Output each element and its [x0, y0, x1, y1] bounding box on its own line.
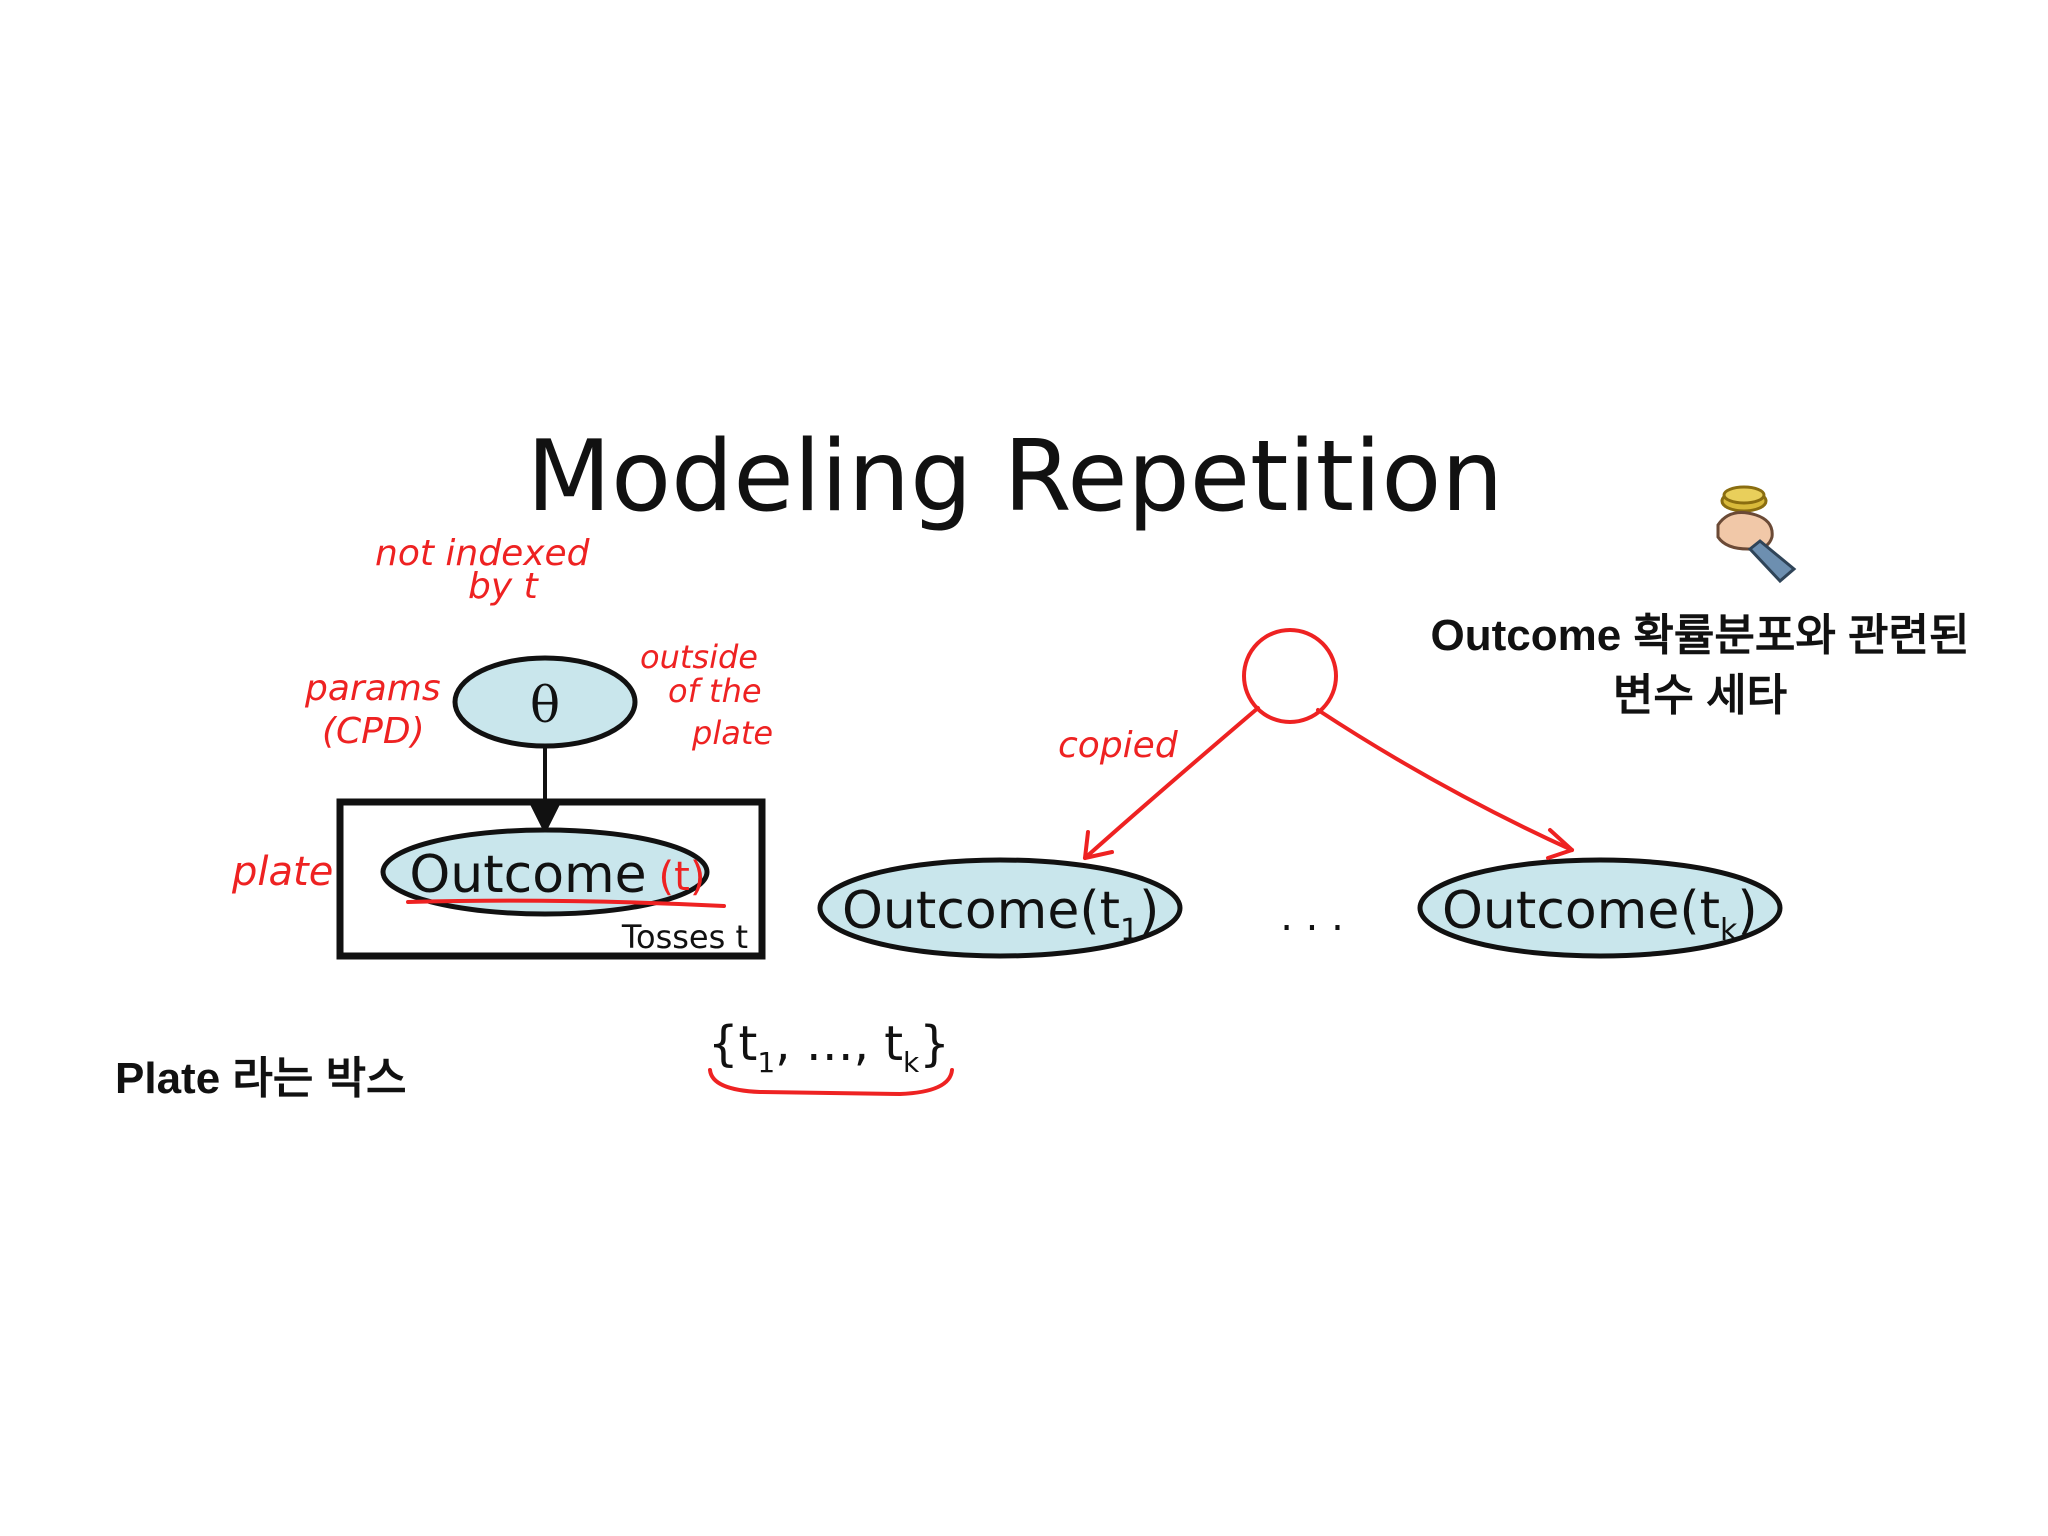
- plate-model: θ Outcome (t) Tosses t: [336, 655, 766, 960]
- outcome-tk-node: [1417, 857, 1783, 959]
- unrolled-model: Outcome(t1) . . . Outcome(tk) {t1, …, tk…: [708, 857, 1783, 1079]
- note-params-line2: (CPD): [322, 711, 425, 752]
- copied-arrow-right: [1316, 708, 1574, 852]
- note-outside-line2: of the: [668, 672, 762, 710]
- theta-circle-annotation: [1242, 628, 1338, 724]
- note-outside-line3: plate: [691, 714, 773, 752]
- note-plate: plate: [231, 849, 333, 895]
- note-not-indexed-line2: by t: [468, 566, 540, 607]
- index-set-bracket-annotation: [708, 1068, 954, 1097]
- plate-explanation: Plate 라는 박스: [115, 1054, 407, 1103]
- outcome-index-annotation: (t): [659, 854, 706, 900]
- ellipsis: . . .: [1280, 894, 1344, 940]
- plate-box: [336, 798, 766, 960]
- plate-label: Tosses t: [621, 918, 748, 956]
- outcome-node: [380, 827, 710, 917]
- note-copied: copied: [1058, 725, 1179, 766]
- handwritten-text: not indexed by t params (CPD) outside of…: [231, 533, 1179, 895]
- outcome-tk-label: Outcome(tk): [1442, 881, 1758, 948]
- theta-explanation-line2: 변수 세타: [1613, 671, 1787, 720]
- note-not-indexed-line1: not indexed: [375, 533, 591, 574]
- copied-arrow-left: [1083, 706, 1260, 860]
- index-set-label: {t1, …, tk}: [708, 1016, 950, 1079]
- red-annotations: [406, 628, 1574, 1097]
- outcome-underline-annotation: [406, 898, 726, 908]
- outcome-t1-node: [817, 857, 1183, 959]
- theta-node-label: θ: [530, 676, 560, 734]
- note-params-line1: params: [304, 668, 441, 709]
- outcome-t1-label: Outcome(t1): [842, 881, 1159, 948]
- slide-title: Modeling Repetition: [527, 420, 1504, 534]
- outcome-node-label: Outcome: [409, 845, 646, 905]
- note-outside-line1: outside: [640, 638, 758, 676]
- theta-explanation-line1: Outcome 확률분포와 관련된: [1431, 611, 1970, 660]
- coin-flip-hand-icon: [1716, 485, 1797, 584]
